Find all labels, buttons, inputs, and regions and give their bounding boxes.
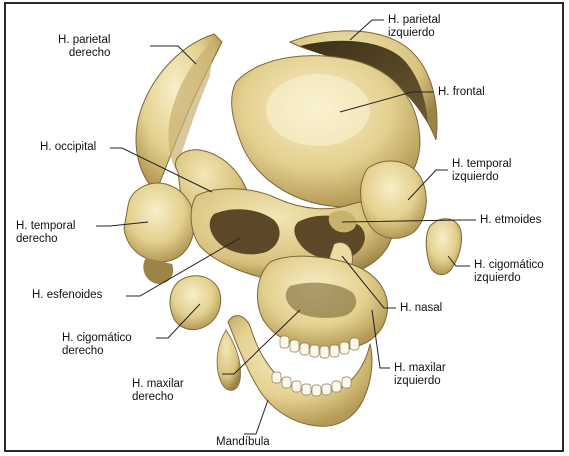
label-esfenoides: H. esfenoides <box>32 289 102 302</box>
label-nasal: H. nasal <box>400 302 442 315</box>
label-line: H. occipital <box>40 141 96 154</box>
label-line: H. nasal <box>400 302 442 315</box>
label-cigomatico-izquierdo: H. cigomático izquierdo <box>474 259 544 285</box>
leader-mandibula <box>244 400 268 434</box>
label-parietal-izquierdo: H. parietal izquierdo <box>388 14 440 40</box>
label-cigomatico-derecho: H. cigomático derecho <box>62 332 132 358</box>
label-occipital: H. occipital <box>40 141 96 154</box>
label-line: H. etmoides <box>480 214 541 227</box>
label-line: H. cigomático <box>62 332 132 345</box>
label-line: H. parietal <box>388 14 440 27</box>
label-line: H. frontal <box>438 86 485 99</box>
cigomatico-derecho-bone <box>170 276 221 330</box>
label-etmoides: H. etmoides <box>480 214 541 227</box>
label-line: izquierdo <box>474 272 544 285</box>
label-line: izquierdo <box>388 27 440 40</box>
label-line: H. temporal <box>452 158 511 171</box>
label-temporal-derecho: H. temporal derecho <box>16 220 75 246</box>
label-line: izquierdo <box>394 375 446 388</box>
label-maxilar-derecho: H. maxilar derecho <box>132 378 184 404</box>
label-line: H. cigomático <box>474 259 544 272</box>
label-line: H. maxilar <box>132 378 184 391</box>
label-line: Mandíbula <box>216 436 270 449</box>
label-line: derecho <box>62 345 132 358</box>
temporal-derecho-bone <box>124 183 194 262</box>
label-line: H. parietal <box>58 34 110 47</box>
label-parietal-derecho: H. parietal derecho <box>58 34 110 60</box>
label-temporal-izquierdo: H. temporal izquierdo <box>452 158 511 184</box>
label-line: H. esfenoides <box>32 289 102 302</box>
label-maxilar-izquierdo: H. maxilar izquierdo <box>394 362 446 388</box>
label-line: izquierdo <box>452 171 511 184</box>
label-line: H. maxilar <box>394 362 446 375</box>
label-line: derecho <box>16 233 75 246</box>
label-line: H. temporal <box>16 220 75 233</box>
label-frontal: H. frontal <box>438 86 485 99</box>
label-mandibula: Mandíbula <box>216 436 270 449</box>
label-line: derecho <box>58 47 110 60</box>
label-line: derecho <box>132 391 184 404</box>
temporal-izquierdo-bone <box>361 161 427 238</box>
